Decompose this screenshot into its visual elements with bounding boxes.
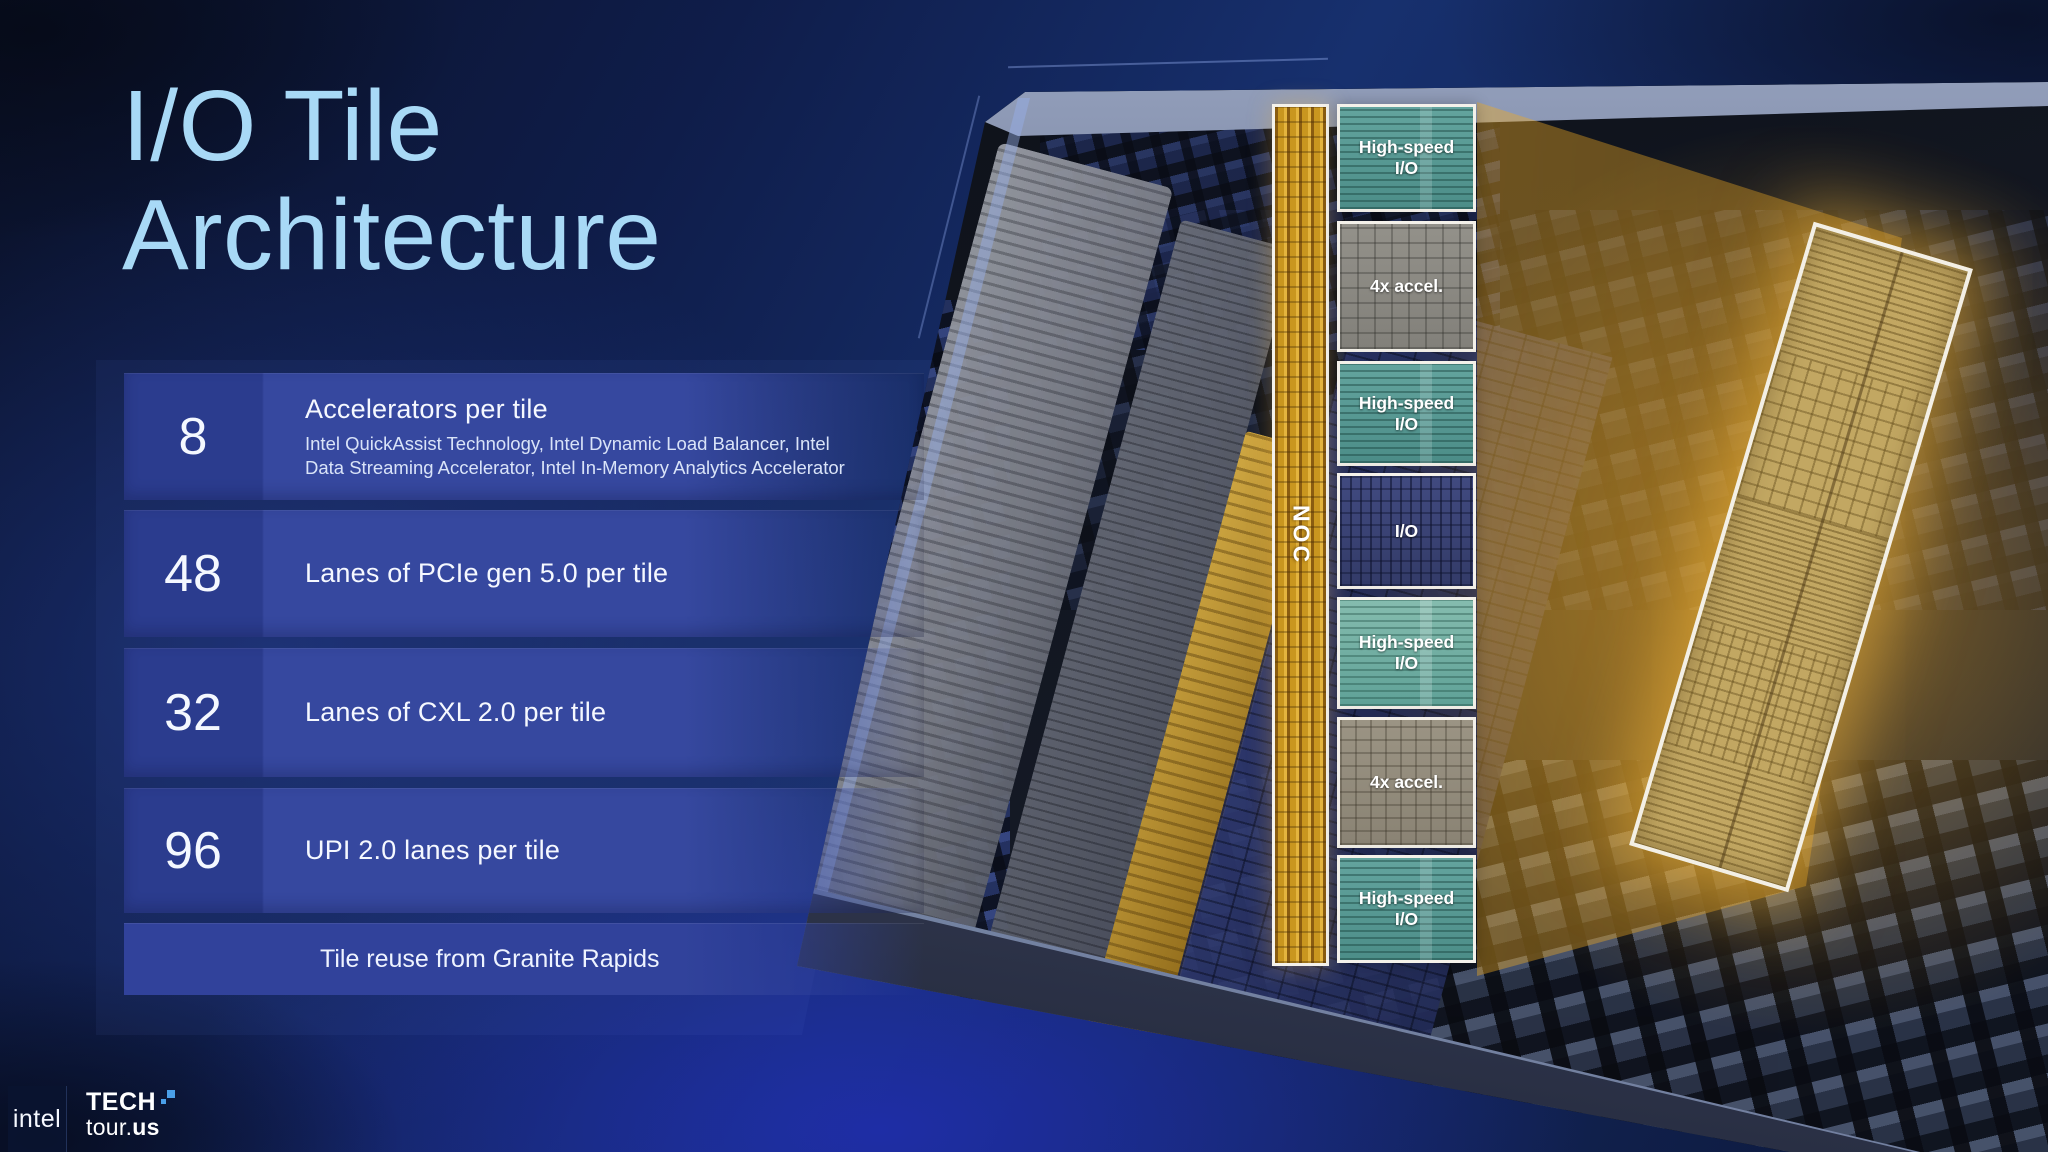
block-4x-accel-2: 4x accel. [1337,717,1476,848]
block-high-speed-io-3: High-speed I/O [1337,597,1476,709]
page-title: I/O Tile Architecture [122,72,662,290]
spec-label: Lanes of CXL 2.0 per tile [305,697,607,727]
spec-row-pcie: 48 Lanes of PCIe gen 5.0 per tile [124,510,924,637]
techtour-tld-text: us [132,1114,160,1140]
spec-label: Lanes of PCIe gen 5.0 per tile [305,558,669,588]
block-high-speed-io-2: High-speed I/O [1337,361,1476,466]
block-label: High-speed I/O [1358,392,1455,434]
spec-body: Accelerators per tile Intel QuickAssist … [262,373,924,500]
intel-logo: intel [12,1104,62,1133]
spec-row-upi: 96 UPI 2.0 lanes per tile [124,788,924,913]
spec-value: 48 [164,544,222,603]
spec-body: Lanes of PCIe gen 5.0 per tile [262,510,924,637]
intel-logo-panel: intel [8,1086,67,1152]
spec-row-cxl: 32 Lanes of CXL 2.0 per tile [124,648,924,777]
spec-footnote-row: Tile reuse from Granite Rapids [124,923,924,995]
block-label: High-speed I/O [1358,632,1455,673]
block-label: 4x accel. [1370,276,1443,297]
spec-footnote: Tile reuse from Granite Rapids [320,944,660,973]
spec-value: 8 [178,407,208,466]
spec-sublabel: Intel QuickAssist Technology, Intel Dyna… [305,432,924,479]
noc-label: NOC [1288,504,1314,566]
techtour-line-1: TECH [86,1088,176,1116]
spec-value: 96 [164,821,222,880]
title-line-2: Architecture [122,179,662,291]
techtour-tour-text: tour. [86,1114,133,1140]
block-io: I/O [1337,473,1476,589]
spec-label: UPI 2.0 lanes per tile [305,835,561,865]
block-high-speed-io-4: High-speed I/O [1337,855,1476,963]
title-line-1: I/O Tile [122,70,443,182]
techtour-logo: TECH tour.us [86,1088,176,1139]
spec-value: 32 [164,683,222,742]
noc-bar: NOC [1272,104,1329,966]
block-label: 4x accel. [1370,772,1443,793]
techtour-pixel-icon [159,1090,176,1106]
spec-subline-2: Data Streaming Accelerator, Intel In-Mem… [305,456,845,478]
block-high-speed-io-1: High-speed I/O [1337,104,1476,212]
block-4x-accel-1: 4x accel. [1337,221,1476,352]
spec-subline-1: Intel QuickAssist Technology, Intel Dyna… [305,432,830,454]
block-label: High-speed I/O [1358,137,1455,178]
io-tile-block-stack: High-speed I/O 4x accel. High-speed I/O … [1337,104,1476,966]
spec-label: Accelerators per tile [305,393,548,424]
block-label: I/O [1394,520,1419,541]
techtour-tech-text: TECH [86,1088,157,1116]
spec-body: UPI 2.0 lanes per tile [262,788,924,913]
techtour-line-2: tour.us [86,1115,175,1139]
block-label: High-speed I/O [1358,888,1455,929]
spec-body: Lanes of CXL 2.0 per tile [262,648,924,777]
spec-row-accelerators: 8 Accelerators per tile Intel QuickAssis… [124,373,924,500]
